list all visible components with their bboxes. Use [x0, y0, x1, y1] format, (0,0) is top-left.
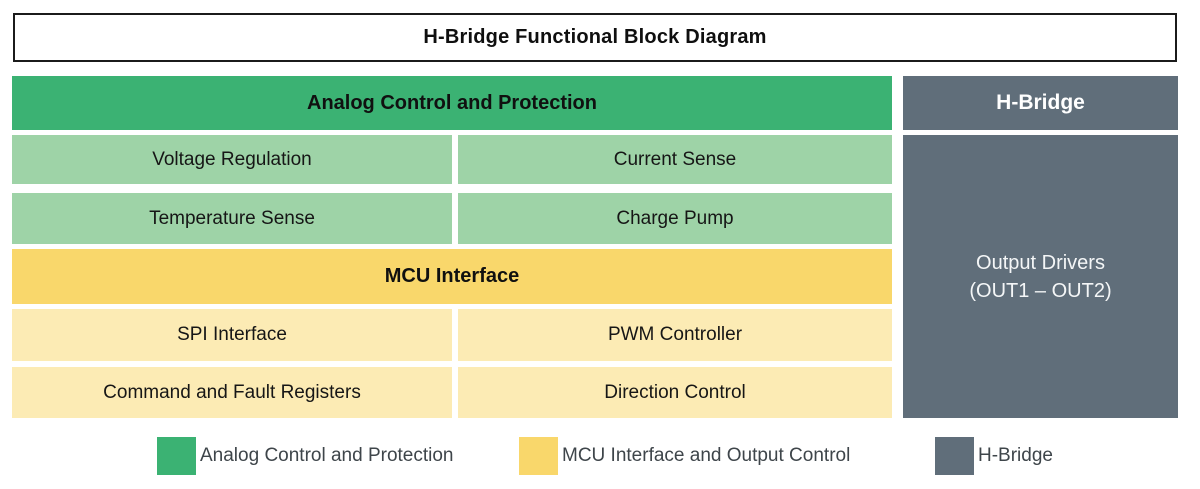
- cell-current-sense: Current Sense: [458, 135, 892, 184]
- legend-label-analog: Analog Control and Protection: [200, 445, 454, 466]
- cell-spi-interface: SPI Interface: [12, 309, 452, 361]
- legend-item-hbridge: H-Bridge: [935, 436, 1053, 476]
- cell-voltage-regulation: Voltage Regulation: [12, 135, 452, 184]
- legend-label-hbridge: H-Bridge: [978, 445, 1053, 466]
- cell-temperature-sense: Temperature Sense: [12, 193, 452, 244]
- cell-pwm-controller: PWM Controller: [458, 309, 892, 361]
- output-drivers-block: Output Drivers (OUT1 – OUT2): [903, 135, 1178, 418]
- mcu-header-block: MCU Interface: [12, 249, 892, 304]
- legend-label-mcu: MCU Interface and Output Control: [562, 445, 851, 466]
- legend-swatch-mcu-icon: [519, 437, 558, 475]
- legend-item-mcu: MCU Interface and Output Control: [519, 436, 850, 476]
- diagram-title-box: H-Bridge Functional Block Diagram: [13, 13, 1177, 62]
- cell-command-fault-registers: Command and Fault Registers: [12, 367, 452, 418]
- legend-swatch-analog-icon: [157, 437, 196, 475]
- legend-swatch-hbridge-icon: [935, 437, 974, 475]
- output-drivers-line1: Output Drivers: [976, 251, 1105, 274]
- cell-direction-control: Direction Control: [458, 367, 892, 418]
- legend-item-analog: Analog Control and Protection: [157, 436, 454, 476]
- diagram-title: H-Bridge Functional Block Diagram: [423, 26, 767, 48]
- cell-charge-pump: Charge Pump: [458, 193, 892, 244]
- analog-header-block: Analog Control and Protection: [12, 76, 892, 130]
- hbridge-header-block: H-Bridge: [903, 76, 1178, 130]
- output-drivers-line2: (OUT1 – OUT2): [969, 279, 1112, 302]
